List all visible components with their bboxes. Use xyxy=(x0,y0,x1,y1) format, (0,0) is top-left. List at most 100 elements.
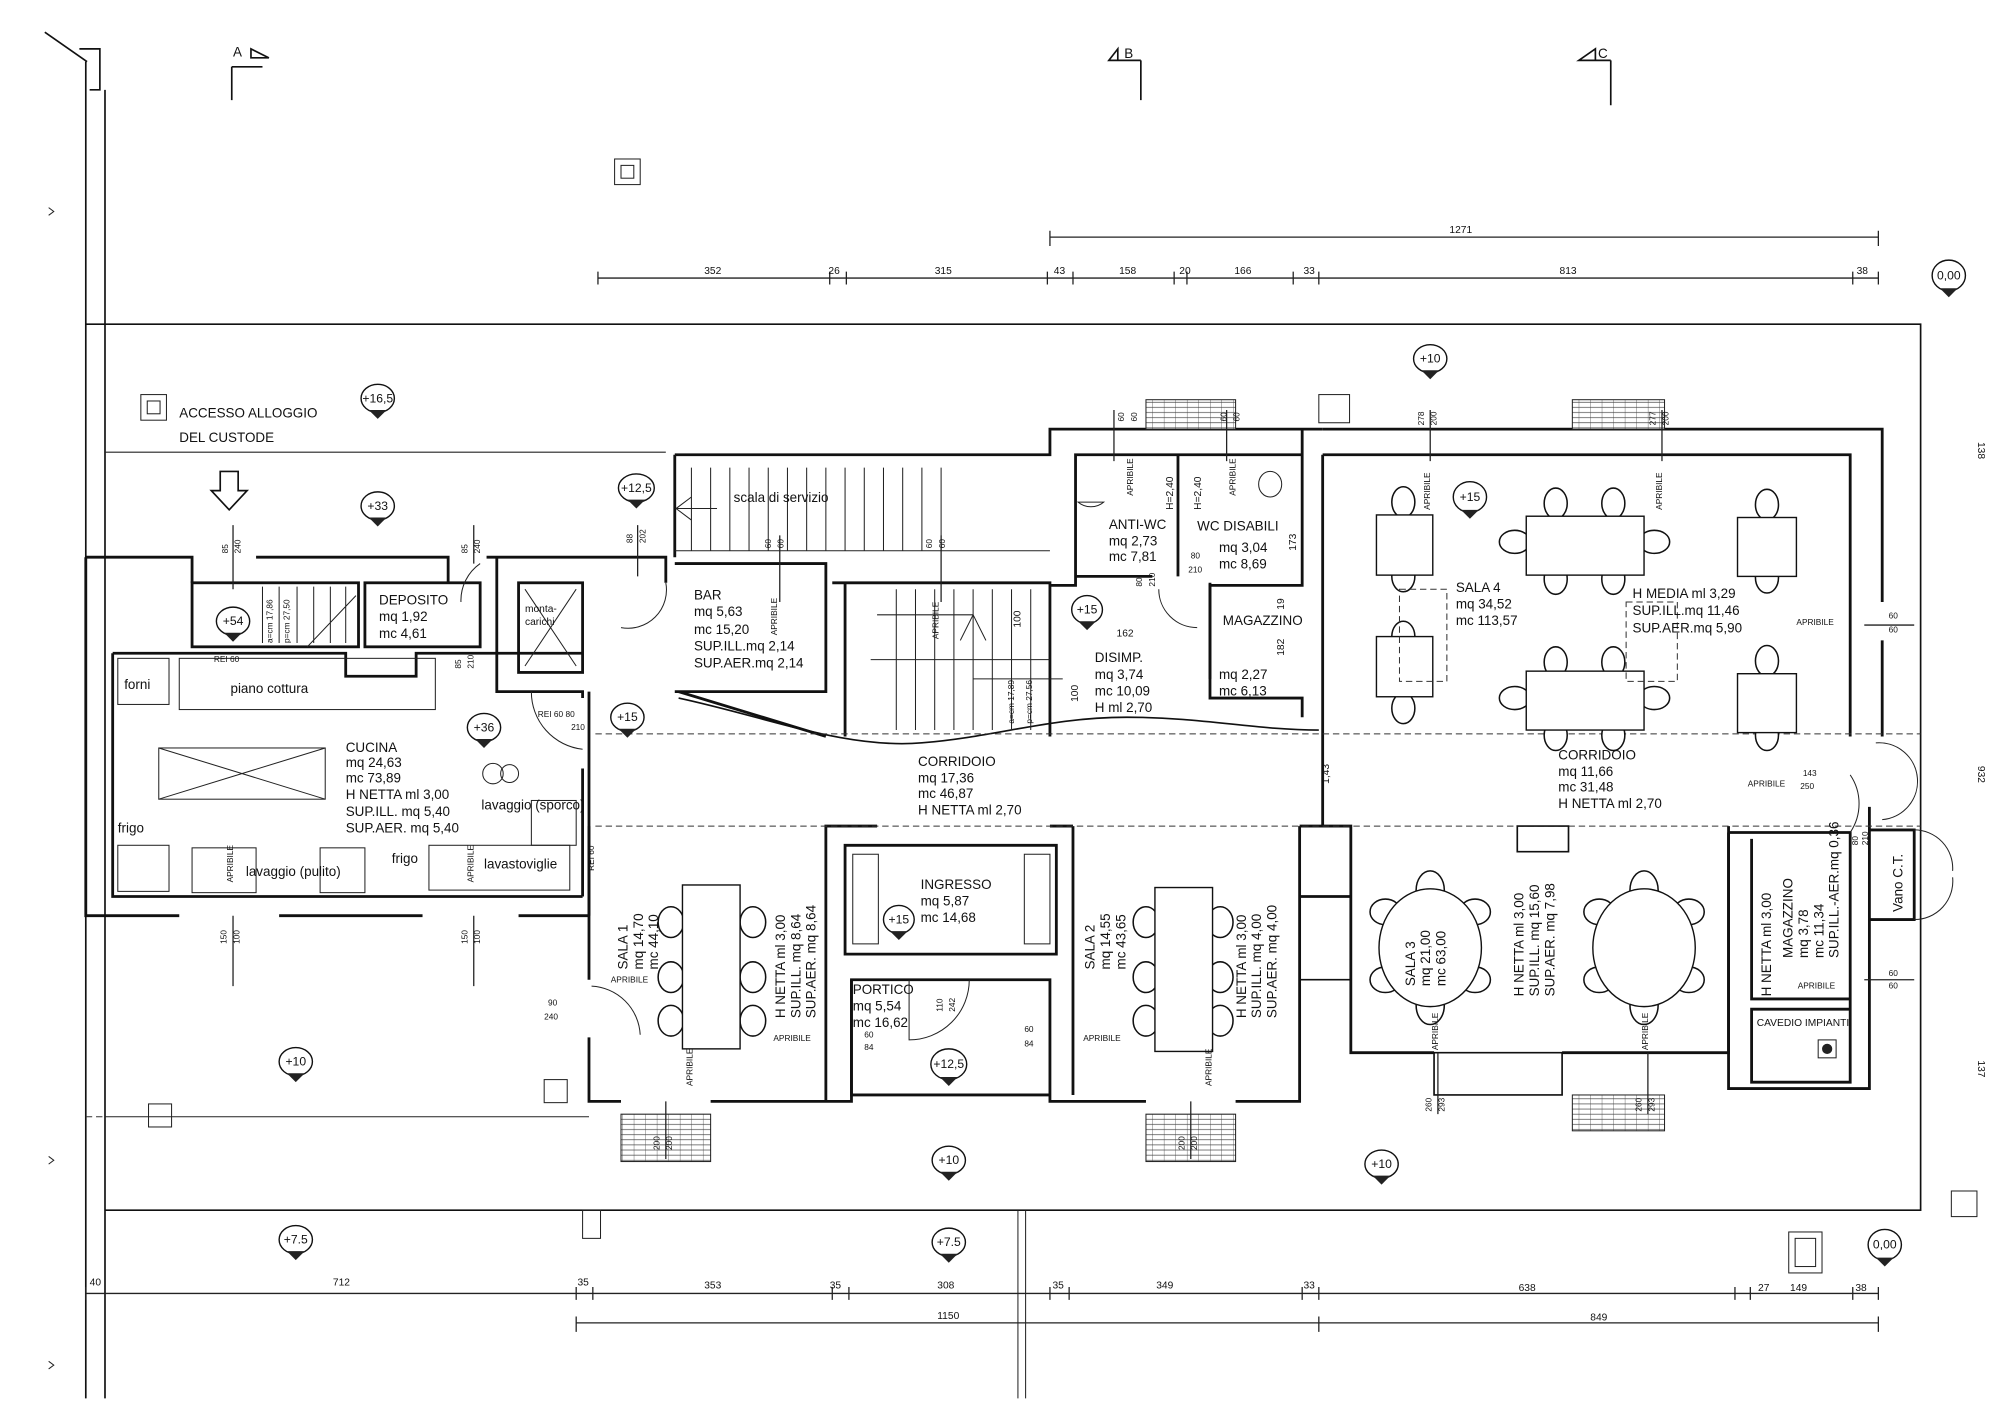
elevation-marker: +10 xyxy=(931,1145,967,1181)
elevation-marker: +12,5 xyxy=(930,1048,968,1087)
plan-label: 1271 xyxy=(1449,225,1472,236)
elevation-marker: +12,5 xyxy=(617,473,655,509)
plan-label: SUP.AER. mq 4,00 xyxy=(1265,905,1280,1018)
room-sala-3: SALA 3 mq 21,00 mc 63,00 H NETTA ml 3,00… xyxy=(1403,883,1558,996)
plan-label: 200 xyxy=(664,1136,674,1150)
plan-label: 80 xyxy=(1850,836,1860,846)
plan-label: +54 xyxy=(223,614,244,628)
plan-label: mc 16,62 xyxy=(853,1015,908,1030)
plan-label: 1,43 xyxy=(1321,764,1332,784)
plan-label: +15 xyxy=(617,710,638,724)
stair-small: a=cm 17,86 p=cm 27,50 xyxy=(261,586,357,648)
plan-label: 60 xyxy=(1889,968,1899,978)
margin-marks xyxy=(48,207,55,1370)
plan-label: CORRIDOIO xyxy=(1558,747,1636,762)
plan-label: APRIBILE xyxy=(1083,1033,1121,1043)
elevation-marker: +15 xyxy=(1452,480,1488,519)
plan-label: 202 xyxy=(637,529,647,543)
montacarichi-shaft: monta- carichi xyxy=(524,588,577,667)
plan-label: mc 46,87 xyxy=(918,786,973,801)
plan-label: +12,5 xyxy=(933,1057,964,1071)
fixture-lavaggio-sporco: lavaggio (sporco) xyxy=(481,797,584,812)
plan-label: APRIBILE xyxy=(466,845,476,883)
elevation-marker: +54 xyxy=(215,606,251,642)
plan-label: 85 xyxy=(453,659,463,669)
plan-label: p=cm 27,50 xyxy=(281,599,291,643)
plan-label: mc 43,65 xyxy=(1113,914,1128,969)
plan-label: SUP.AER.mq 5,90 xyxy=(1633,621,1743,636)
plan-label: 85 xyxy=(220,544,230,554)
plan-label: APRIBILE xyxy=(1798,981,1836,991)
plan-label: APRIBILE xyxy=(1796,617,1834,627)
plan-label: 110 xyxy=(934,998,944,1012)
plan-label: SUP.AER. mq 8,64 xyxy=(804,904,819,1018)
plan-label: DISIMP. xyxy=(1095,650,1143,665)
plan-label: mc 6,13 xyxy=(1219,683,1267,698)
plan-label: APRIBILE xyxy=(1125,458,1135,496)
access-label: DEL CUSTODE xyxy=(179,430,274,445)
plan-label: mc 7,81 xyxy=(1109,549,1157,564)
plan-label: 26 xyxy=(828,266,840,277)
plan-label: BAR xyxy=(694,587,722,602)
plan-label: 60 xyxy=(1231,412,1241,422)
plan-label: 200 xyxy=(651,1136,661,1150)
plan-label: SUP.AER.mq 2,14 xyxy=(694,655,804,670)
plan-label: 33 xyxy=(1303,266,1315,277)
plan-label: SUP.ILL.mq 2,14 xyxy=(694,639,795,654)
plan-label: mq 17,36 xyxy=(918,771,974,786)
room-deposito: DEPOSITO mq 1,92 mc 4,61 xyxy=(379,593,448,641)
plan-label: 60 xyxy=(1889,611,1899,621)
plan-label: SUP.AER. mq 5,40 xyxy=(346,820,459,835)
plan-label: SUP.ILL. mq 4,00 xyxy=(1249,914,1264,1018)
furniture-sala-3 xyxy=(1369,870,1705,1026)
plan-label: APRIBILE xyxy=(1748,778,1786,788)
plan-label: 0,00 xyxy=(1937,268,1961,282)
plan-label: 200 xyxy=(1429,411,1439,425)
plan-label: 60 xyxy=(763,539,773,549)
dimension-line-top: 1271 352 26 315 43 158 20 166 33 813 38 xyxy=(597,225,1880,285)
elevation-marker: 0,00 xyxy=(1867,1228,1903,1267)
plan-label: 84 xyxy=(1024,1038,1034,1048)
plan-label: H NETTA ml 3,00 xyxy=(346,787,450,802)
plan-label: 143 xyxy=(1803,768,1817,778)
fire-rating-label: REI 60 xyxy=(214,654,240,664)
plan-label: 90 xyxy=(548,997,558,1007)
fixture-piano-cottura: piano cottura xyxy=(230,681,308,696)
plan-label: 210 xyxy=(1860,831,1870,845)
elevation-marker: +33 xyxy=(360,491,396,527)
plan-label: APRIBILE xyxy=(1640,1012,1650,1050)
plan-label: APRIBILE xyxy=(769,597,779,635)
plan-label: 638 xyxy=(1519,1283,1536,1294)
plan-label: DEPOSITO xyxy=(379,593,448,608)
plan-label: APRIBILE xyxy=(1430,1012,1440,1050)
furniture-sala-4 xyxy=(1375,486,1798,752)
plan-label: mq 14,55 xyxy=(1098,913,1113,969)
plan-label: 60 xyxy=(864,1029,874,1039)
plan-label: H NETTA ml 3,00 xyxy=(773,915,788,1019)
plan-label: mc 11,34 xyxy=(1811,903,1826,958)
plan-label: 260 xyxy=(1423,1097,1433,1111)
entrance-arrow-icon xyxy=(209,470,250,512)
plan-label: mc 31,48 xyxy=(1558,780,1613,795)
plan-label: B xyxy=(1124,46,1133,61)
plan-label: 60 xyxy=(937,539,947,549)
plan-label: H=2,40 xyxy=(1165,476,1176,510)
plan-label: a=cm 17,89 xyxy=(1006,680,1016,724)
elevation-marker: +15 xyxy=(882,904,915,941)
plan-label: mq 34,52 xyxy=(1456,596,1512,611)
fixture-lavastoviglie: lavastoviglie xyxy=(484,856,557,871)
room-corridoio: CORRIDOIO mq 11,66 mc 31,48 H NETTA ml 2… xyxy=(1558,747,1662,811)
plan-label: mc 4,61 xyxy=(379,626,427,641)
plan-label: APRIBILE xyxy=(1654,472,1664,510)
plan-label: H ml 2,70 xyxy=(1095,700,1153,715)
plan-label: +15 xyxy=(889,912,910,926)
plan-label: 162 xyxy=(1117,629,1134,640)
room-sala-1: SALA 1 mq 14,70 mc 44,10 H NETTA ml 3,00… xyxy=(615,904,818,1018)
plan-label: 60 xyxy=(1129,412,1139,422)
room-sala-4: SALA 4 mq 34,52 mc 113,57 H MEDIA ml 3,2… xyxy=(1398,580,1743,682)
plan-label: 19 xyxy=(1276,598,1287,610)
plan-label: 137 xyxy=(1975,1060,1986,1077)
plan-label: 60 xyxy=(1219,412,1229,422)
plan-label: APRIBILE xyxy=(931,601,941,639)
